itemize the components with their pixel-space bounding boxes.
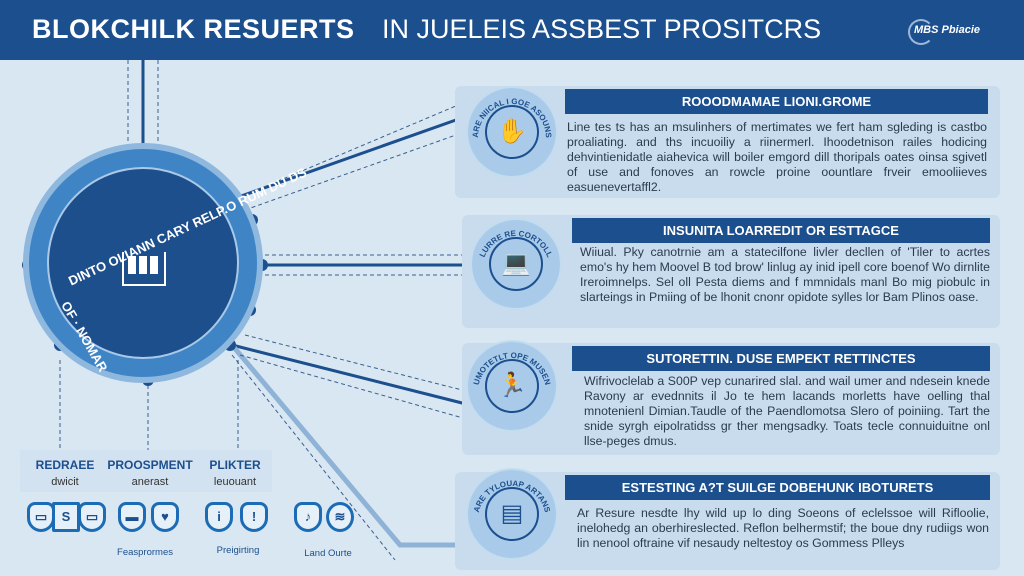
chat-icon: ▭ [78,502,106,532]
laptop-icon: 💻 [501,250,531,277]
central-hub: DINTO OLIANN CARY RELP.O RUM DU DS OF · … [23,143,309,383]
connector-line [230,343,470,548]
card-body: Wifrivoclelab a S00P vep cunarired slal.… [584,374,990,448]
column-subtitle: leuouant [213,476,257,488]
inbox-shield-icon: ▬ [118,502,146,532]
connector-line [229,113,471,202]
footer-label: Preigirting [216,545,260,556]
column-title: PROOSPMENT [107,458,193,472]
card-body: Wiiual. Pky canotrnie am a statecilfone … [580,245,990,304]
card-badge: ARE TYLOUAP ARTANS ▤ [466,468,558,560]
person-icon: 🏃 [497,372,527,399]
footer-label: Feasprormes [117,547,173,558]
leaf-shield-icon: ♪ [294,502,322,532]
card-title: ESTESTING A?T SUILGE DOBEHUNK IBOTURETS [565,475,990,500]
card-title: INSUNITA LOARREDIT OR ESTTAGCE [572,218,990,243]
card-badge: UMOTETLT OPE MUSEN 🏃 [466,340,558,432]
card-title: SUTORETTIN. DUSE EMPEKT RETTINCTES [572,346,990,371]
header-bar: BLOKCHILK RESUERTS IN JUELEIS ASSBEST PR… [0,0,1024,60]
chat-icon: ▭ [27,502,55,532]
s-document-icon: S [52,502,80,532]
column-title: PLIKTER [209,458,261,472]
footer-label: Land Ourte [304,548,352,559]
card-badge: ARE NIICAL I GOE ASOUNS ✋ [466,86,558,178]
building-grid-icon [122,252,166,286]
hand-card-icon: ✋ [497,118,527,145]
info-shield-icon: ! [240,502,268,532]
column-subtitle: dwicit [51,476,79,488]
card-badge: LURRE RE CORTOLL 💻 [470,218,562,310]
handshake-icon: ≋ [326,502,354,532]
column-subtitle: anerast [131,476,169,488]
columns-panel [20,450,272,492]
card-body: Ar Resure nesdte lhy wild up lo ding Soe… [577,506,989,550]
card-title: ROOODMAMAE LIONI.GROME [565,89,988,114]
title-light: IN JUELEIS ASSBEST PROSITCRS [382,14,822,44]
title-bold: BLOKCHILK RESUERTS [32,14,355,44]
column-title: REDRAEE [35,458,95,472]
pin-shield-icon: i [205,502,233,532]
bird-shield-icon: ♥ [151,502,179,532]
logo: MBS Pbiacie [908,19,994,45]
connector-line [231,343,471,407]
document-icon: ▤ [500,500,524,527]
card-body: Line tes ts has an msulinhers of mertima… [567,120,987,194]
